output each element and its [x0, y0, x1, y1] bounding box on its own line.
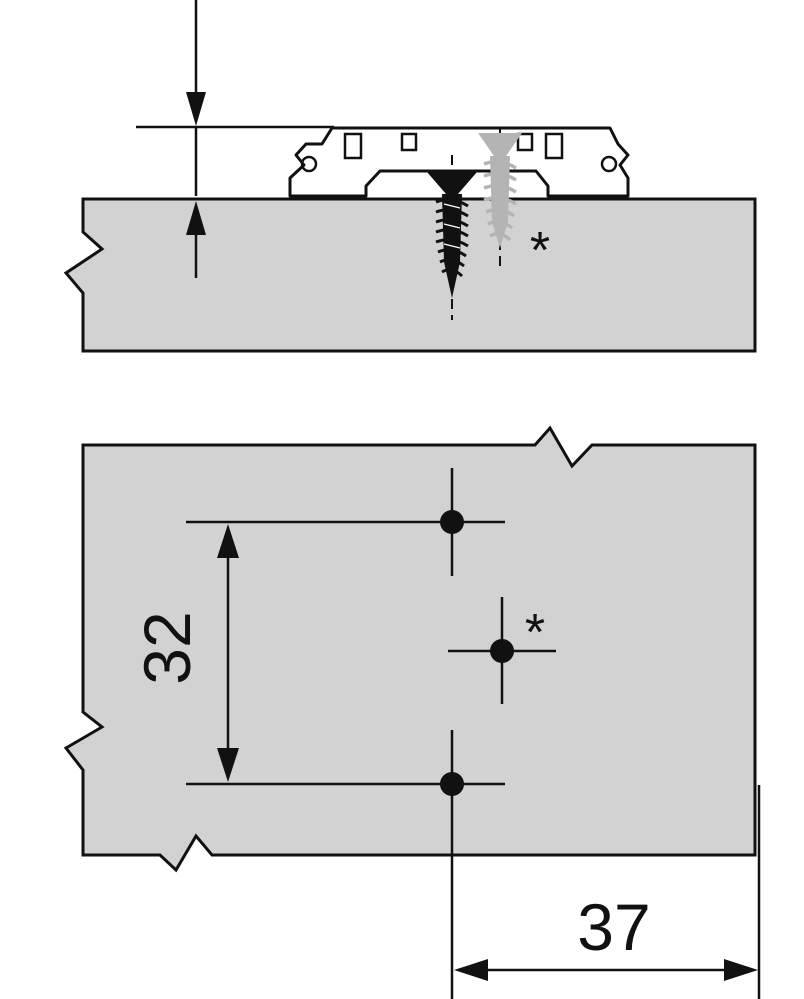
- side-panel: [63, 197, 757, 353]
- plate-hook: [300, 155, 318, 173]
- hole-top: [186, 468, 505, 576]
- screw-icon: [427, 155, 477, 320]
- hole-alternative: [448, 597, 556, 704]
- plate-slot: [343, 132, 363, 160]
- plate-hook: [600, 155, 618, 173]
- vertical-dimension: [217, 524, 239, 782]
- plate-slot: [544, 132, 564, 160]
- horizontal-dimension: [454, 785, 761, 999]
- hole-bottom: [186, 730, 505, 999]
- hole-spacing-label: 32: [130, 611, 204, 684]
- front-view: * 32 37: [63, 425, 761, 999]
- edge-distance-label: 37: [577, 890, 650, 964]
- plate-slot: [400, 132, 418, 152]
- plate-slot: [516, 132, 534, 152]
- front-panel: [63, 425, 757, 873]
- alternative-screw-icon: [478, 128, 522, 268]
- side-asterisk-marker: *: [530, 222, 550, 280]
- height-dimension: [136, 0, 334, 278]
- front-asterisk-marker: *: [525, 604, 545, 662]
- mounting-plate-profile: [288, 126, 630, 198]
- side-view: *: [63, 0, 757, 353]
